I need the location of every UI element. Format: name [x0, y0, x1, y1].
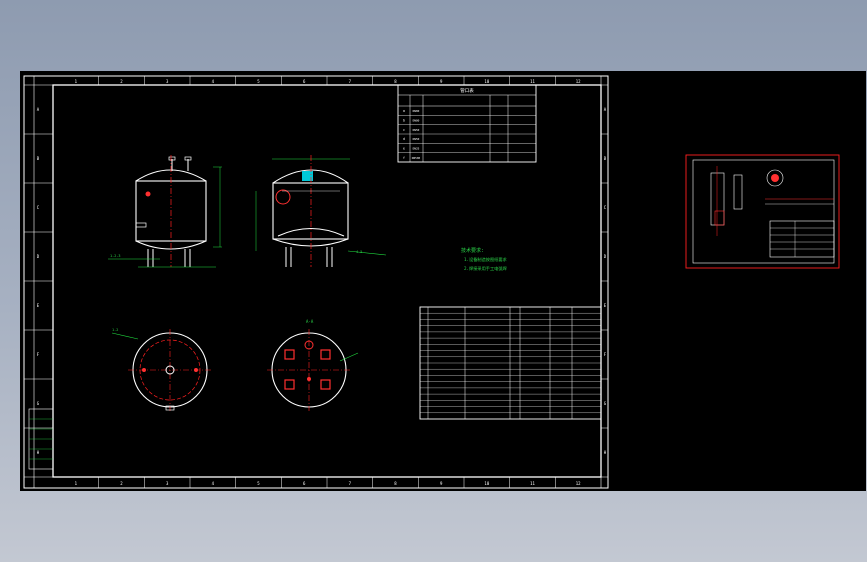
- sheet-outer-border: [23, 75, 609, 489]
- nozzle-table-title: 管口表: [460, 87, 474, 94]
- layout-thumbnail-sheet[interactable]: [685, 154, 840, 269]
- notes-title: 技术要求:: [461, 247, 484, 254]
- zone-row-left: E: [37, 303, 40, 308]
- zone-col-top: 7: [349, 79, 352, 84]
- zone-row-left: H: [37, 450, 40, 455]
- zone-col-top: 3: [166, 79, 169, 84]
- zone-row-right: A: [604, 107, 607, 112]
- zone-col-top: 4: [212, 79, 215, 84]
- bill-of-materials[interactable]: [419, 306, 602, 420]
- zone-row-left: G: [37, 401, 40, 406]
- zone-col-bottom: 3: [166, 481, 169, 486]
- zone-row-left: C: [37, 205, 40, 210]
- section-plan-view[interactable]: A-A: [267, 319, 359, 411]
- zone-row-right: G: [604, 401, 607, 406]
- nozzle-size: DN50: [413, 128, 420, 132]
- zone-col-bottom: 2: [120, 481, 123, 486]
- zone-col-bottom: 11: [530, 481, 535, 486]
- nozzle-mark: a: [403, 109, 405, 113]
- zone-col-bottom: 7: [349, 481, 352, 486]
- zone-col-top: 11: [530, 79, 535, 84]
- zone-col-bottom: 4: [212, 481, 215, 486]
- svg-text:A-A: A-A: [306, 319, 314, 324]
- zone-row-left: D: [37, 254, 40, 259]
- nozzle-size: DN80: [413, 109, 420, 113]
- zone-row-markers: A A B B C C D D E E F F G G H H: [24, 107, 608, 455]
- zone-row-right: E: [604, 303, 607, 308]
- zone-col-bottom: 9: [440, 481, 443, 486]
- zone-row-right: F: [604, 352, 607, 357]
- zone-col-bottom: 8: [394, 481, 397, 486]
- nozzle-size: DN500: [412, 156, 421, 160]
- zone-col-bottom: 1: [75, 481, 78, 486]
- nozzle-size: DN25: [413, 147, 420, 151]
- nozzle-size: DN50: [413, 137, 420, 141]
- zone-col-top: 2: [120, 79, 123, 84]
- zone-col-top: 12: [576, 79, 581, 84]
- nozzle-mark: d: [403, 137, 405, 141]
- zone-row-right: B: [604, 156, 607, 161]
- front-elevation-view[interactable]: 1-2-3: [108, 155, 222, 268]
- nozzle-size: DN80: [413, 119, 420, 123]
- manhole-nozzle: [302, 171, 313, 181]
- svg-text:4-5: 4-5: [356, 250, 362, 254]
- zone-col-bottom: 12: [576, 481, 581, 486]
- revision-legend: [28, 408, 54, 470]
- zone-row-right: D: [604, 254, 607, 259]
- zone-row-left: A: [37, 107, 40, 112]
- note-line-1: 1.设备制造按图纸要求: [464, 256, 508, 263]
- zone-col-top: 9: [440, 79, 443, 84]
- zone-col-top: 1: [75, 79, 78, 84]
- zone-col-top: 10: [484, 79, 489, 84]
- zone-col-top: 8: [394, 79, 397, 84]
- technical-notes: 技术要求: 1.设备制造按图纸要求 2.焊接采用手工电弧焊: [461, 247, 508, 272]
- sheet-inner-border: [52, 84, 602, 478]
- zone-col-bottom: 5: [257, 481, 260, 486]
- nozzle-mark: f: [403, 156, 405, 160]
- note-line-2: 2.焊接采用手工电弧焊: [464, 265, 508, 272]
- nozzle-mark: c: [403, 128, 405, 132]
- nozzle-mark: e: [403, 147, 405, 151]
- zone-col-bottom: 6: [303, 481, 306, 486]
- svg-text:1-2: 1-2: [112, 328, 118, 332]
- zone-row-left: F: [37, 352, 40, 357]
- zone-col-top: 5: [257, 79, 260, 84]
- zone-row-left: B: [37, 156, 40, 161]
- nozzle-mark: b: [403, 119, 405, 123]
- svg-text:1-2-3: 1-2-3: [110, 254, 121, 258]
- zone-row-right: H: [604, 450, 607, 455]
- top-plan-view[interactable]: 1-2: [111, 328, 212, 411]
- side-elevation-view[interactable]: 4-5: [255, 155, 387, 267]
- zone-col-top: 6: [303, 79, 306, 84]
- zone-row-right: C: [604, 205, 607, 210]
- zone-col-bottom: 10: [484, 481, 489, 486]
